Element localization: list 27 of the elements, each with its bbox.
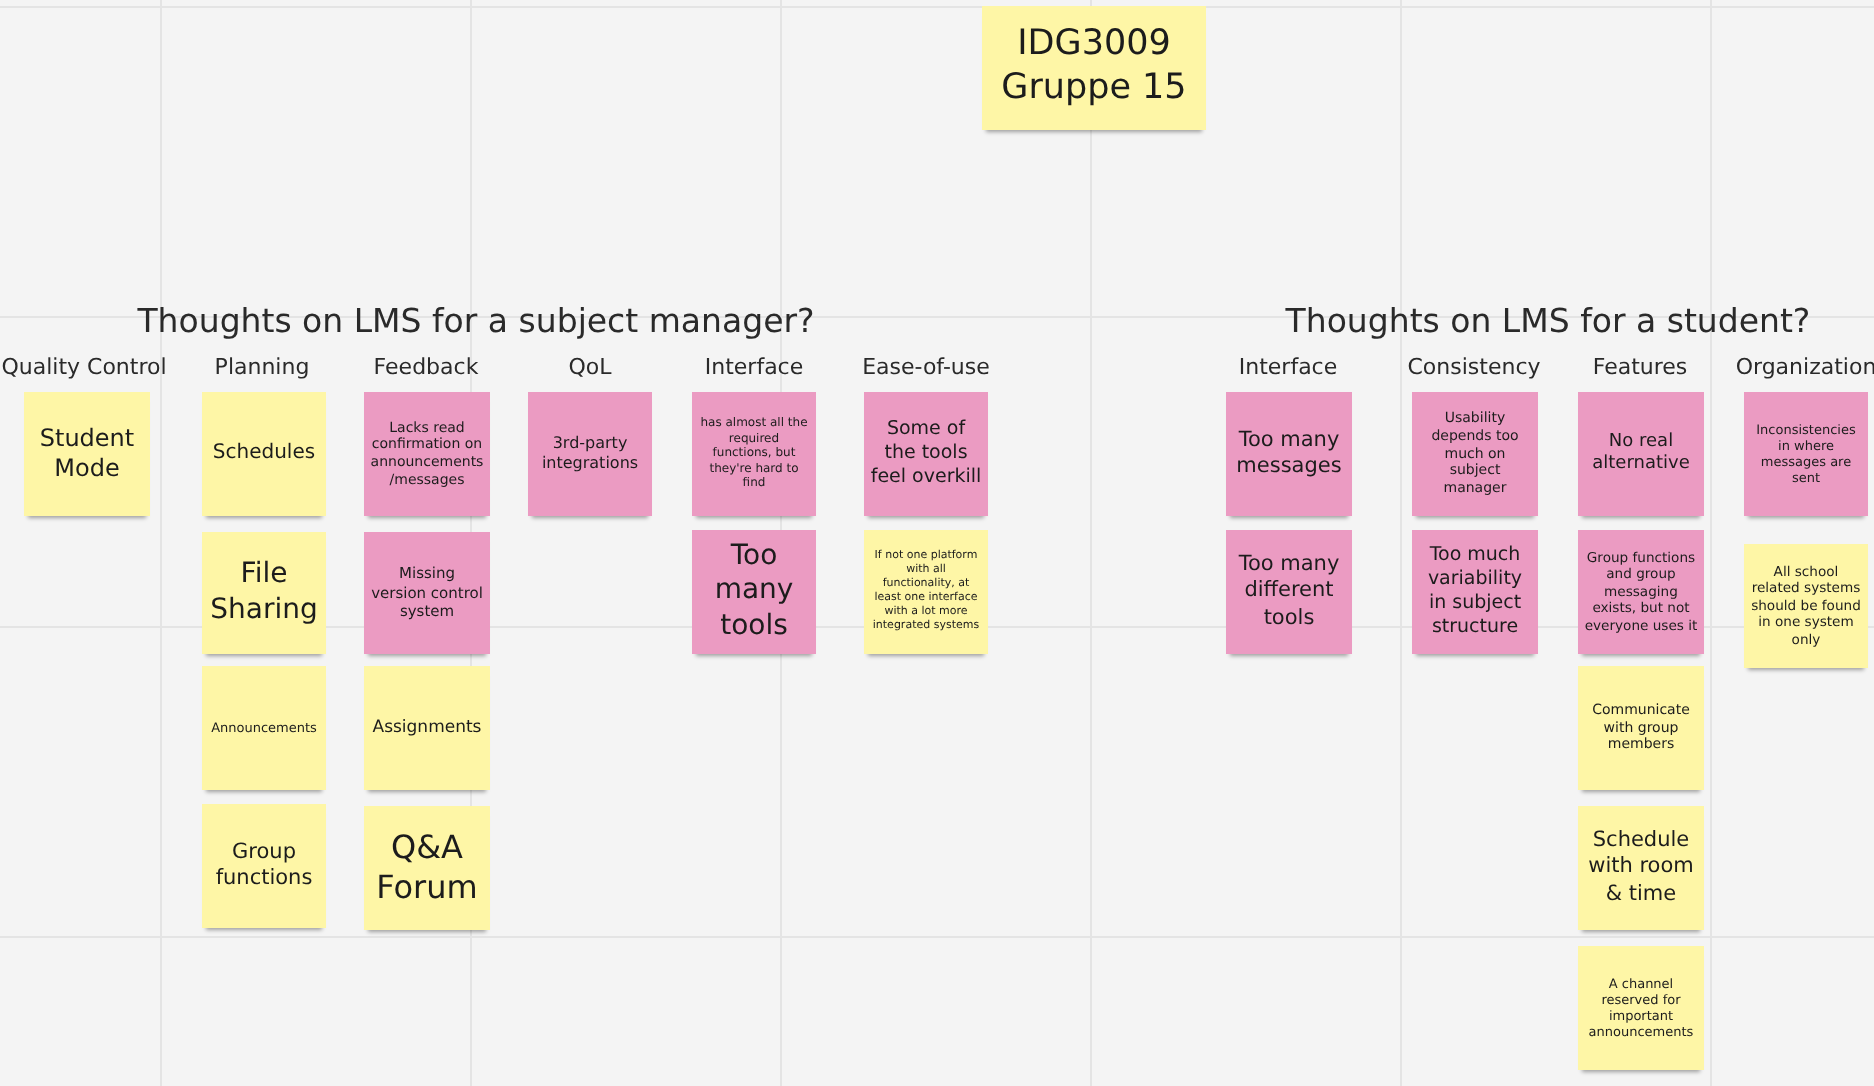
- column-heading: Organization: [1735, 356, 1874, 381]
- sticky-note: No real alternative: [1578, 392, 1704, 516]
- sticky-note: Student Mode: [24, 392, 150, 516]
- column-heading: Consistency: [1407, 356, 1541, 381]
- sticky-note: IDG3009 Gruppe 15: [982, 6, 1206, 130]
- sticky-note: Schedule with room & time: [1578, 806, 1704, 930]
- sticky-note: Schedules: [202, 392, 326, 516]
- section-heading: Thoughts on LMS for a subject manager?: [137, 304, 815, 341]
- column-heading: Planning: [214, 356, 310, 381]
- section-heading: Thoughts on LMS for a student?: [1285, 304, 1811, 341]
- column-heading: Feedback: [373, 356, 479, 381]
- column-heading: Features: [1592, 356, 1688, 381]
- column-heading: QoL: [568, 356, 612, 381]
- sticky-note: Too many different tools: [1226, 530, 1352, 654]
- column-heading: Interface: [1238, 356, 1338, 381]
- column-heading: Interface: [704, 356, 804, 381]
- column-heading: Ease-of-use: [862, 356, 990, 381]
- sticky-note: Group functions: [202, 804, 326, 928]
- sticky-note: Too many messages: [1226, 392, 1352, 516]
- sticky-note: File Sharing: [202, 532, 326, 654]
- sticky-note: Q&A Forum: [364, 806, 490, 930]
- sticky-note: Too much variability in subject structure: [1412, 530, 1538, 654]
- column-heading: Quality Control: [1, 356, 167, 381]
- sticky-note: 3rd-party integrations: [528, 392, 652, 516]
- sticky-note: Some of the tools feel overkill: [864, 392, 988, 516]
- sticky-note: Assignments: [364, 666, 490, 790]
- sticky-note: Too many tools: [692, 530, 816, 654]
